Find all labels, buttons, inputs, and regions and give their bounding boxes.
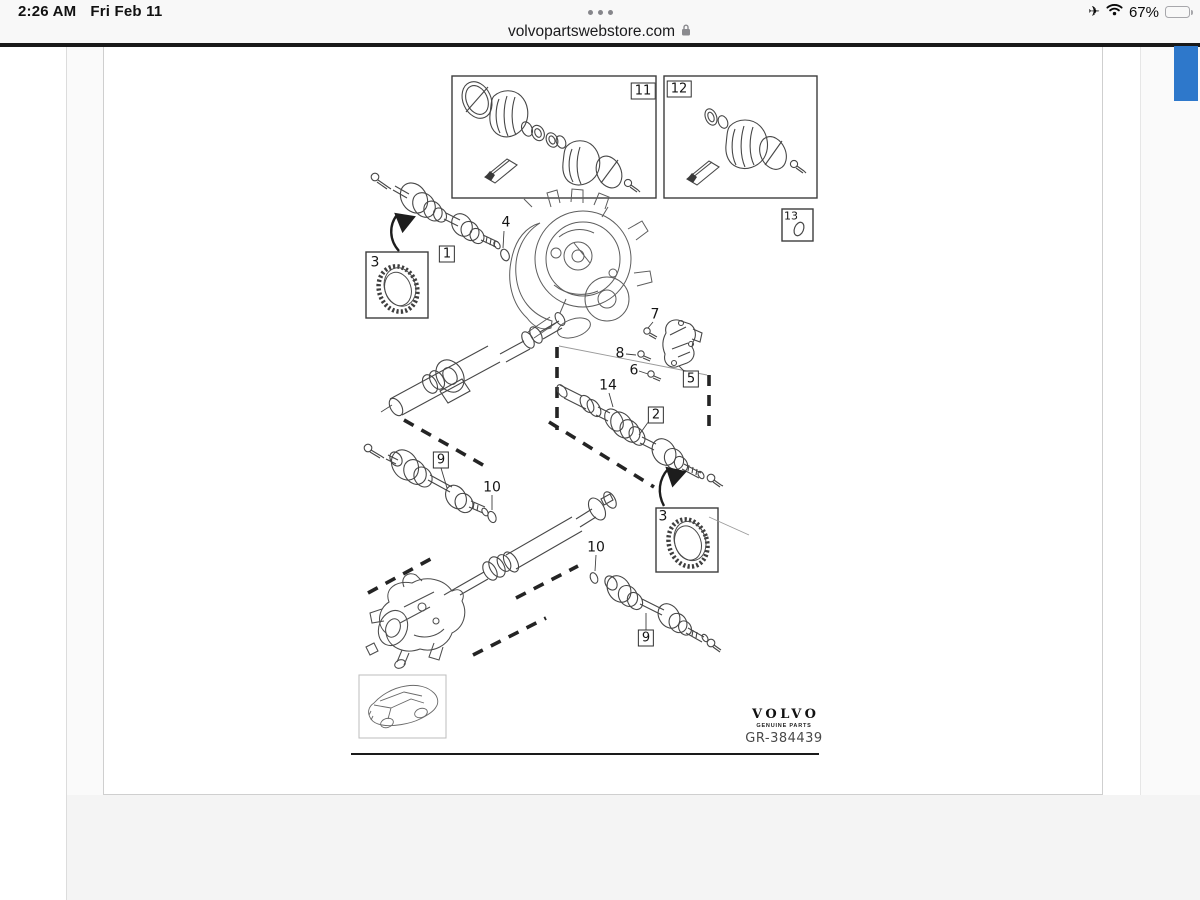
callout-1: 1 bbox=[438, 245, 456, 263]
page-margin-column bbox=[67, 47, 103, 795]
callout-6: 6 bbox=[629, 362, 639, 379]
safari-top-bar: 2:26 AM Fri Feb 11 ✈ 67% volvopartswebsto… bbox=[0, 0, 1200, 43]
status-time: 2:26 AM bbox=[18, 3, 77, 20]
callout-7: 7 bbox=[650, 306, 660, 323]
status-right: ✈ 67% bbox=[1088, 3, 1193, 21]
volvo-wordmark: VOLVO bbox=[752, 707, 820, 722]
callout-4: 4 bbox=[501, 214, 511, 231]
callout-9: 9 bbox=[637, 629, 655, 647]
battery-icon bbox=[1165, 6, 1193, 18]
callout-10: 10 bbox=[587, 539, 605, 556]
callout-9: 9 bbox=[432, 451, 450, 469]
drawing-reference: GR-384439 bbox=[745, 731, 823, 746]
callout-3: 3 bbox=[658, 508, 668, 525]
callout-2: 2 bbox=[647, 406, 665, 424]
callout-3: 3 bbox=[370, 254, 380, 271]
viewer-right-column bbox=[1141, 47, 1200, 795]
battery-percent: 67% bbox=[1128, 3, 1159, 21]
callout-13: 13 bbox=[784, 209, 798, 223]
status-date: Fri Feb 11 bbox=[90, 3, 163, 20]
volvo-tagline: GENUINE PARTS bbox=[756, 723, 812, 729]
multitasking-dots-icon[interactable] bbox=[0, 10, 1200, 15]
status-left: 2:26 AM Fri Feb 11 bbox=[18, 3, 162, 20]
callout-5: 5 bbox=[682, 370, 700, 388]
address-bar[interactable]: volvopartswebstore.com bbox=[507, 23, 676, 40]
callout-8: 8 bbox=[615, 345, 625, 362]
viewer-background bbox=[67, 795, 1200, 900]
viewer-top-edge bbox=[0, 43, 1200, 47]
airplane-icon: ✈ bbox=[1088, 4, 1100, 20]
volvo-logo-block: VOLVO GENUINE PARTS GR-384439 bbox=[741, 707, 827, 746]
lock-icon bbox=[680, 23, 692, 42]
callout-10: 10 bbox=[483, 479, 501, 496]
scrollbar-thumb[interactable] bbox=[1174, 46, 1198, 101]
wifi-icon bbox=[1106, 3, 1123, 21]
viewer-right-divider bbox=[1140, 47, 1141, 795]
callout-14: 14 bbox=[599, 377, 617, 394]
callout-12: 12 bbox=[666, 80, 692, 98]
callout-11: 11 bbox=[630, 82, 656, 100]
viewer-left-divider bbox=[66, 47, 67, 900]
exploded-parts-drawing bbox=[351, 75, 819, 755]
